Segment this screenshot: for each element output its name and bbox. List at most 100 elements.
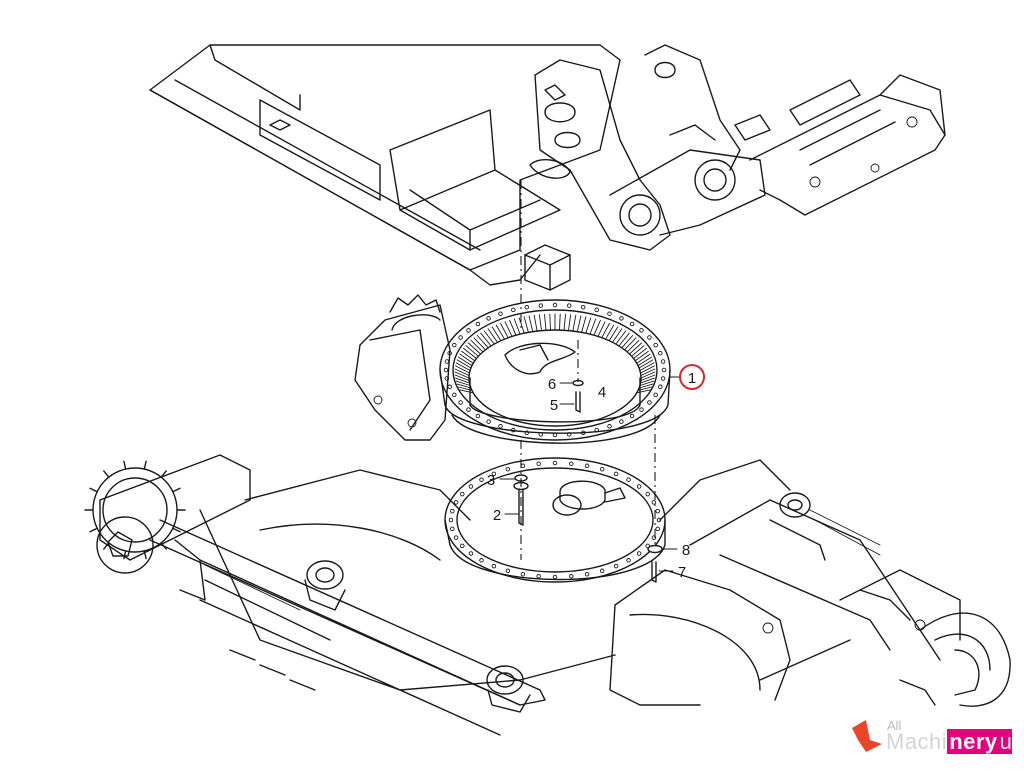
- bolt-hole: [452, 342, 457, 348]
- bolt-hole: [552, 302, 558, 308]
- bolt-hole: [479, 558, 484, 563]
- bolt-hole: [505, 568, 511, 574]
- gear-tooth: [633, 347, 647, 359]
- gear-tooth: [487, 328, 498, 343]
- gear-tooth: [581, 316, 587, 333]
- gear-tooth: [636, 353, 651, 364]
- sprocket-tooth: [103, 542, 110, 550]
- callout-5: 5: [550, 397, 558, 414]
- bolt-hole: [639, 328, 644, 333]
- bolt-hole: [447, 350, 452, 356]
- gear-tooth: [589, 318, 597, 335]
- gear-tooth: [608, 326, 619, 342]
- assembly-axis-lines: [520, 180, 656, 560]
- gear-tooth: [638, 359, 654, 369]
- bolt-hole: [498, 424, 503, 429]
- bolt-hole: [453, 535, 459, 540]
- bolt-hole: [491, 563, 497, 569]
- bolt-hole: [491, 471, 497, 477]
- gear-tooth: [621, 335, 634, 349]
- gear-tooth: [639, 380, 655, 386]
- bolt-hole: [538, 432, 544, 437]
- callout-6: 6: [548, 376, 556, 393]
- bolt-hole: [629, 321, 635, 327]
- bolt-hole: [580, 304, 586, 310]
- gear-tooth: [629, 342, 643, 355]
- bolt-hole: [636, 484, 642, 489]
- sprocket-tooth: [160, 542, 167, 550]
- ring-bolt-holes: [443, 302, 667, 438]
- bolt-hole: [619, 316, 624, 321]
- bolt-hole: [452, 392, 457, 398]
- gear-tooth: [634, 350, 649, 362]
- gear-tooth: [605, 324, 615, 340]
- bolt-hole: [524, 304, 530, 310]
- bolt-hole: [584, 463, 590, 469]
- callout-1: 1: [688, 370, 696, 387]
- gear-tooth: [457, 356, 473, 367]
- watermark-badge: nery: [947, 729, 1000, 754]
- gear-tooth: [636, 389, 651, 394]
- bolt-hole: [450, 508, 455, 514]
- gear-tooth: [518, 317, 525, 334]
- callout-7: 7: [678, 564, 686, 581]
- gear-tooth: [455, 377, 470, 384]
- bolt-hole: [511, 307, 516, 313]
- bolt-hole: [552, 574, 558, 580]
- gear-tooth: [461, 350, 476, 362]
- gear-tooth: [576, 315, 582, 333]
- gear-tooth: [639, 362, 655, 371]
- left-sprocket-teeth: [84, 460, 186, 560]
- gear-tooth: [480, 332, 492, 347]
- gear-tooth: [572, 314, 577, 332]
- main-part-callout-ring: [679, 364, 705, 390]
- gear-tooth: [626, 339, 640, 353]
- bolt-hole: [661, 367, 667, 373]
- ring-gear-teeth: [454, 313, 656, 394]
- bolt-hole: [580, 430, 586, 436]
- gear-tooth: [597, 321, 606, 337]
- gear-tooth: [601, 322, 610, 339]
- bolt-hole: [613, 471, 619, 477]
- sprocket-tooth: [123, 550, 127, 560]
- gear-tooth: [463, 347, 477, 359]
- undercarriage: [84, 454, 1011, 736]
- bolt-hole: [651, 535, 657, 540]
- bolt-hole: [475, 413, 481, 419]
- gear-tooth: [504, 321, 513, 337]
- bolt-hole: [448, 517, 454, 523]
- bolt-hole: [607, 311, 612, 316]
- bolt-hole: [536, 574, 541, 579]
- bolt-hole: [443, 367, 449, 373]
- gear-tooth: [640, 371, 656, 379]
- bolt-hole: [479, 477, 484, 482]
- bolt-hole: [444, 359, 450, 364]
- gear-tooth: [455, 380, 471, 386]
- lower-ring-bolt-holes: [448, 460, 662, 580]
- bolt-hole: [511, 427, 516, 433]
- sprocket-tooth: [103, 470, 110, 478]
- bolt-hole: [660, 376, 666, 381]
- sprocket-tooth: [89, 527, 98, 533]
- bolt-hole: [653, 392, 658, 398]
- sprocket-tooth: [143, 550, 147, 560]
- bolt-hole: [458, 400, 463, 405]
- callout-8: 8: [682, 542, 690, 559]
- gear-tooth: [538, 314, 542, 332]
- slewing-ring: [439, 299, 671, 444]
- gear-tooth: [640, 365, 655, 374]
- sprocket-tooth: [89, 487, 98, 493]
- bolt-hole: [647, 335, 652, 340]
- gear-tooth: [459, 389, 474, 394]
- bolt-hole: [498, 311, 503, 316]
- callout-labels: 1 3 2 6 4 5 8 7: [487, 364, 705, 581]
- gear-tooth: [454, 368, 470, 376]
- bolt-hole: [566, 432, 572, 437]
- gear-tooth: [483, 330, 495, 345]
- bolt-hole: [486, 316, 491, 321]
- bolt-hole: [658, 384, 663, 390]
- bolt-hole: [524, 430, 530, 436]
- watermark-text-right: u: [999, 729, 1013, 754]
- gear-tooth: [640, 368, 656, 376]
- bolt-hole: [569, 574, 574, 579]
